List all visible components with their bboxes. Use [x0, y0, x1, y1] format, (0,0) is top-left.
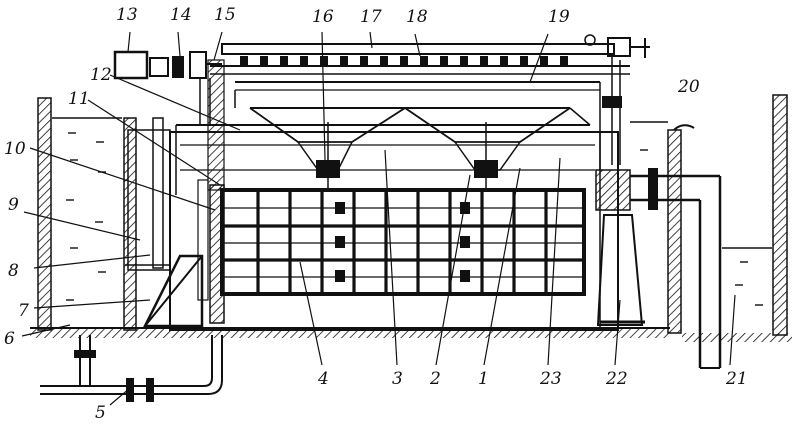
filter-grid	[220, 188, 586, 296]
drive-motor	[113, 50, 225, 191]
label-21: 21	[725, 369, 748, 389]
label-18: 18	[406, 7, 428, 27]
label-2: 2	[429, 369, 441, 389]
label-20: 20	[677, 77, 700, 97]
label-14: 14	[170, 5, 192, 25]
label-1: 1	[478, 369, 489, 389]
main-tank	[169, 131, 619, 331]
right-tank-wall	[630, 94, 788, 336]
label-23: 23	[539, 369, 562, 389]
support-frame	[142, 254, 204, 328]
label-11: 11	[68, 89, 90, 109]
left-tank-wall	[37, 97, 137, 331]
label-12: 12	[90, 65, 112, 85]
label-5: 5	[95, 403, 106, 423]
leader-lines	[21, 31, 736, 406]
outlet-pipe	[595, 124, 722, 369]
label-7: 7	[18, 301, 29, 321]
top-valve	[584, 34, 650, 58]
label-4: 4	[317, 369, 329, 389]
label-8: 8	[8, 261, 19, 281]
drain-pipe	[40, 335, 223, 402]
label-15: 15	[214, 5, 236, 25]
label-10: 10	[4, 139, 26, 159]
washing-hopper	[175, 106, 595, 195]
part-labels: 13 14 15 16 17 18 19 12 11 20 10 9 8 7 6…	[4, 5, 748, 423]
label-22: 22	[605, 369, 628, 389]
support-column	[596, 214, 645, 326]
label-6: 6	[4, 329, 15, 349]
label-9: 9	[8, 195, 19, 215]
label-17: 17	[360, 7, 382, 27]
spray-pipe	[210, 43, 630, 170]
label-13: 13	[116, 5, 138, 25]
label-16: 16	[312, 7, 334, 27]
label-3: 3	[392, 369, 403, 389]
label-19: 19	[548, 7, 570, 27]
